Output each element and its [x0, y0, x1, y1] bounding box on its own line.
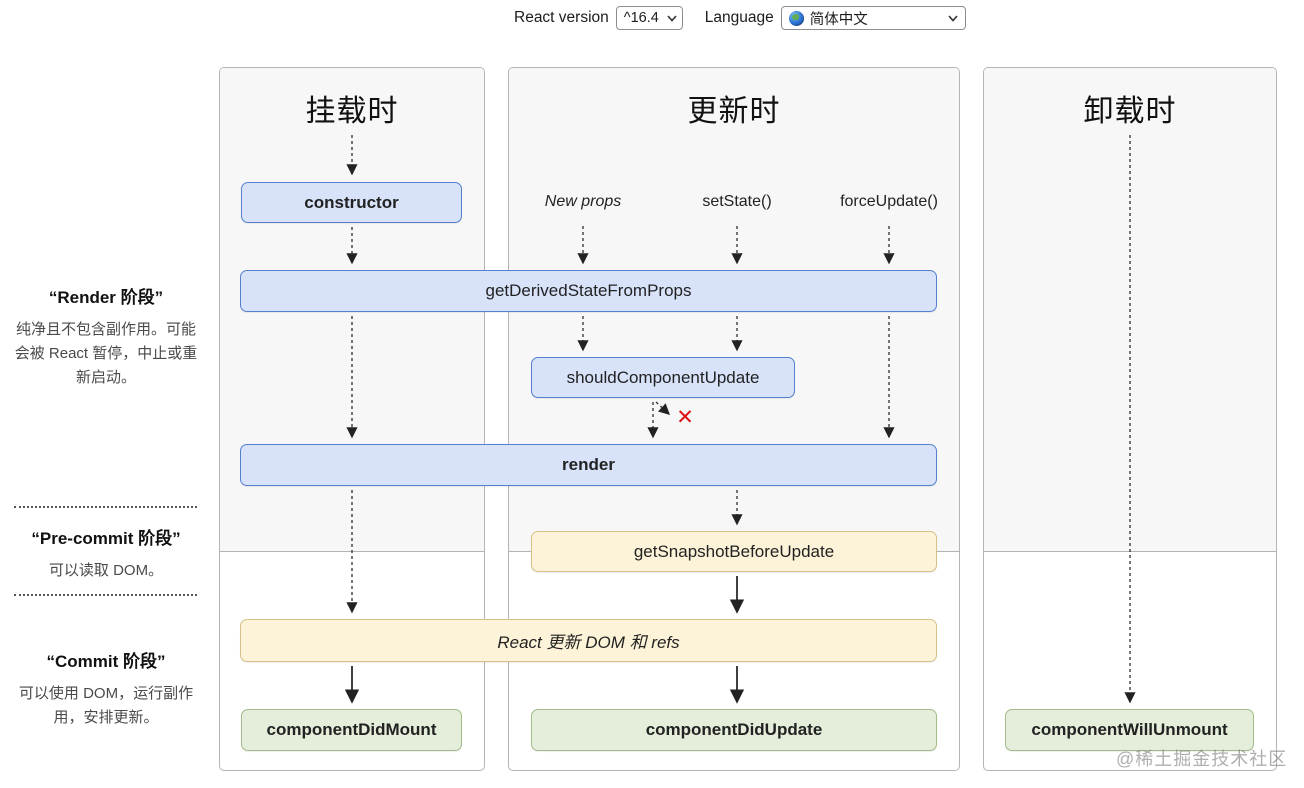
method-should-component-update[interactable]: shouldComponentUpdate	[531, 357, 795, 398]
trigger-force-update[interactable]: forceUpdate()	[840, 193, 938, 210]
react-version-value: ^16.4	[623, 10, 659, 26]
method-component-will-unmount[interactable]: componentWillUnmount	[1005, 709, 1254, 751]
method-component-did-mount[interactable]: componentDidMount	[241, 709, 462, 751]
phase-commit-description: 可以使用 DOM，运行副作用，安排更新。	[18, 685, 194, 726]
phase-render-description: 纯净且不包含副作用。可能会被 React 暂停，中止或重新启动。	[14, 321, 198, 386]
phase-pre-commit-title: “Pre-commit 阶段”	[31, 529, 181, 548]
method-get-derived-state-from-props[interactable]: getDerivedStateFromProps	[240, 270, 937, 312]
phase-separator	[14, 506, 197, 508]
react-version-label: React version	[514, 9, 609, 26]
phase-pre-commit-description: 可以读取 DOM。	[48, 562, 164, 579]
phase-pre-commit: “Pre-commit 阶段” 可以读取 DOM。	[10, 524, 202, 583]
watermark: @稀土掘金技术社区	[1116, 749, 1288, 769]
chevron-down-icon	[659, 14, 677, 22]
method-constructor[interactable]: constructor	[241, 182, 462, 223]
phase-commit: “Commit 阶段” 可以使用 DOM，运行副作用，安排更新。	[10, 647, 202, 730]
react-version-select[interactable]: ^16.4	[615, 6, 683, 30]
panel-unmounting: 卸载时	[983, 67, 1277, 771]
phase-render: “Render 阶段” 纯净且不包含副作用。可能会被 React 暂停，中止或重…	[10, 283, 202, 390]
panel-unmounting-title: 卸载时	[1083, 95, 1177, 128]
panel-updating: 更新时	[508, 67, 960, 771]
method-get-snapshot-before-update[interactable]: getSnapshotBeforeUpdate	[531, 531, 937, 572]
language-label: Language	[704, 9, 774, 26]
phase-commit-title: “Commit 阶段”	[46, 652, 166, 671]
panel-mounting-title: 挂载时	[305, 95, 399, 128]
toolbar: React version ^16.4 Language 简体中文	[514, 6, 966, 30]
globe-icon	[788, 10, 804, 26]
language-select[interactable]: 简体中文	[780, 6, 966, 30]
update-stopped-x-icon: ✕	[676, 406, 694, 429]
trigger-set-state[interactable]: setState()	[702, 193, 772, 210]
method-render[interactable]: render	[240, 444, 937, 486]
panel-mounting: 挂载时	[219, 67, 485, 771]
panel-unmounting-render-zone	[984, 68, 1276, 552]
phase-render-title: “Render 阶段”	[48, 288, 164, 307]
method-component-did-update[interactable]: componentDidUpdate	[531, 709, 937, 751]
trigger-new-props: New props	[544, 193, 622, 210]
phase-separator	[14, 594, 197, 596]
chevron-down-icon	[940, 14, 958, 22]
language-value: 简体中文	[809, 11, 868, 28]
panel-updating-title: 更新时	[687, 95, 781, 128]
step-react-updates-dom: React 更新 DOM 和 refs	[240, 619, 937, 662]
